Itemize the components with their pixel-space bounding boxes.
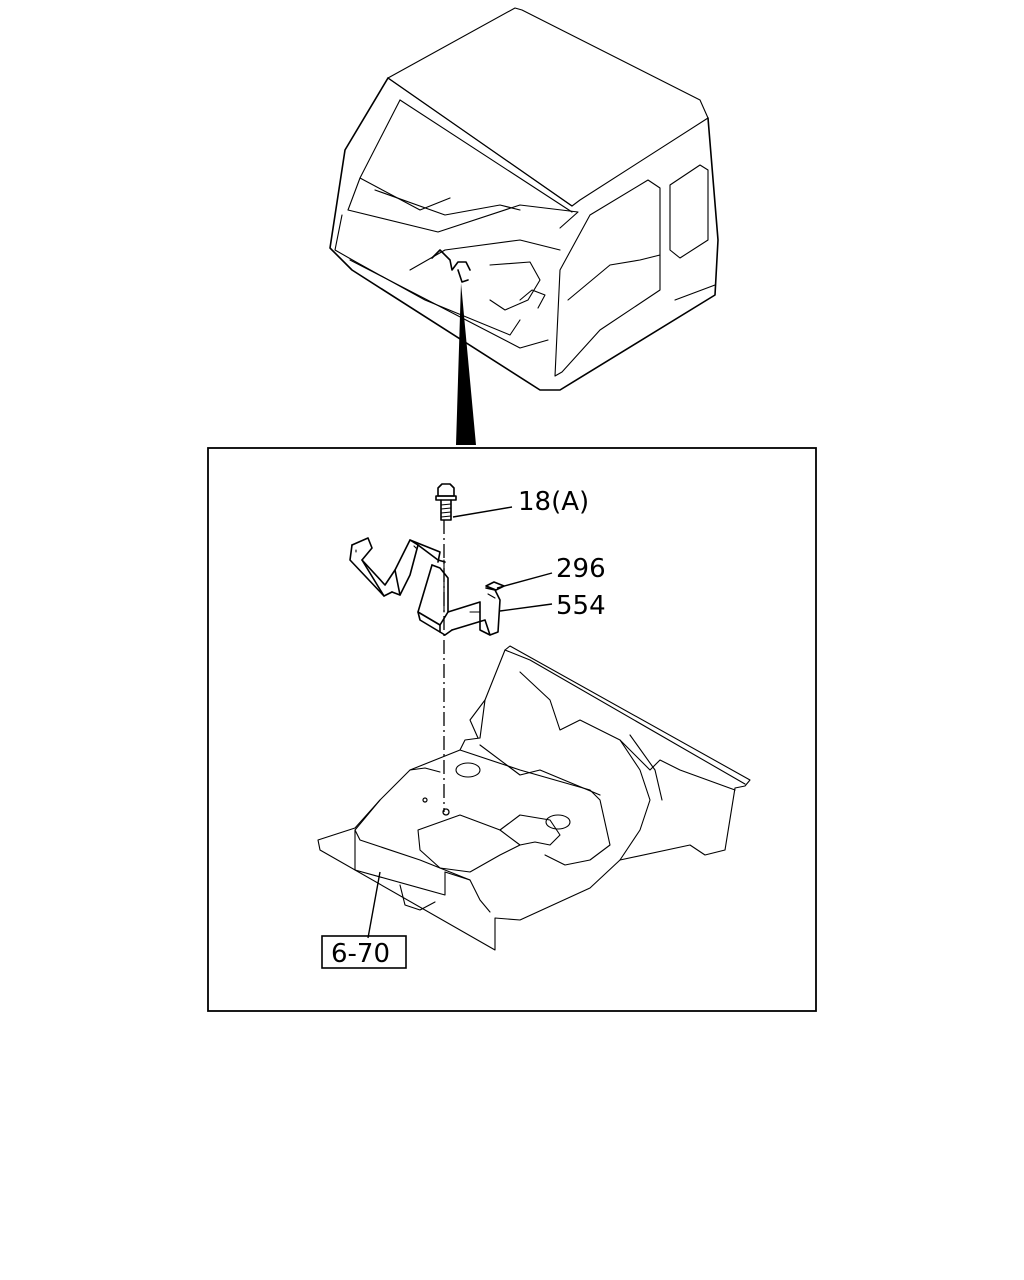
detail-frame [207,447,817,1012]
detail-pointer [456,283,476,445]
callout-296: 296 [556,554,606,584]
reference-box [321,935,407,969]
bolt-icon [435,483,457,521]
truck-cab-drawing [329,7,719,391]
cab-floor-drawing [317,645,751,951]
leader-18a [452,506,513,518]
callout-18a: 18(A) [518,487,589,517]
leader-6-70 [367,871,381,939]
leader-296 [496,572,553,589]
leader-554 [499,603,553,612]
callout-6-70: 6-70 [331,939,390,969]
callout-554: 554 [556,591,606,621]
bracket-drawing [349,537,501,636]
